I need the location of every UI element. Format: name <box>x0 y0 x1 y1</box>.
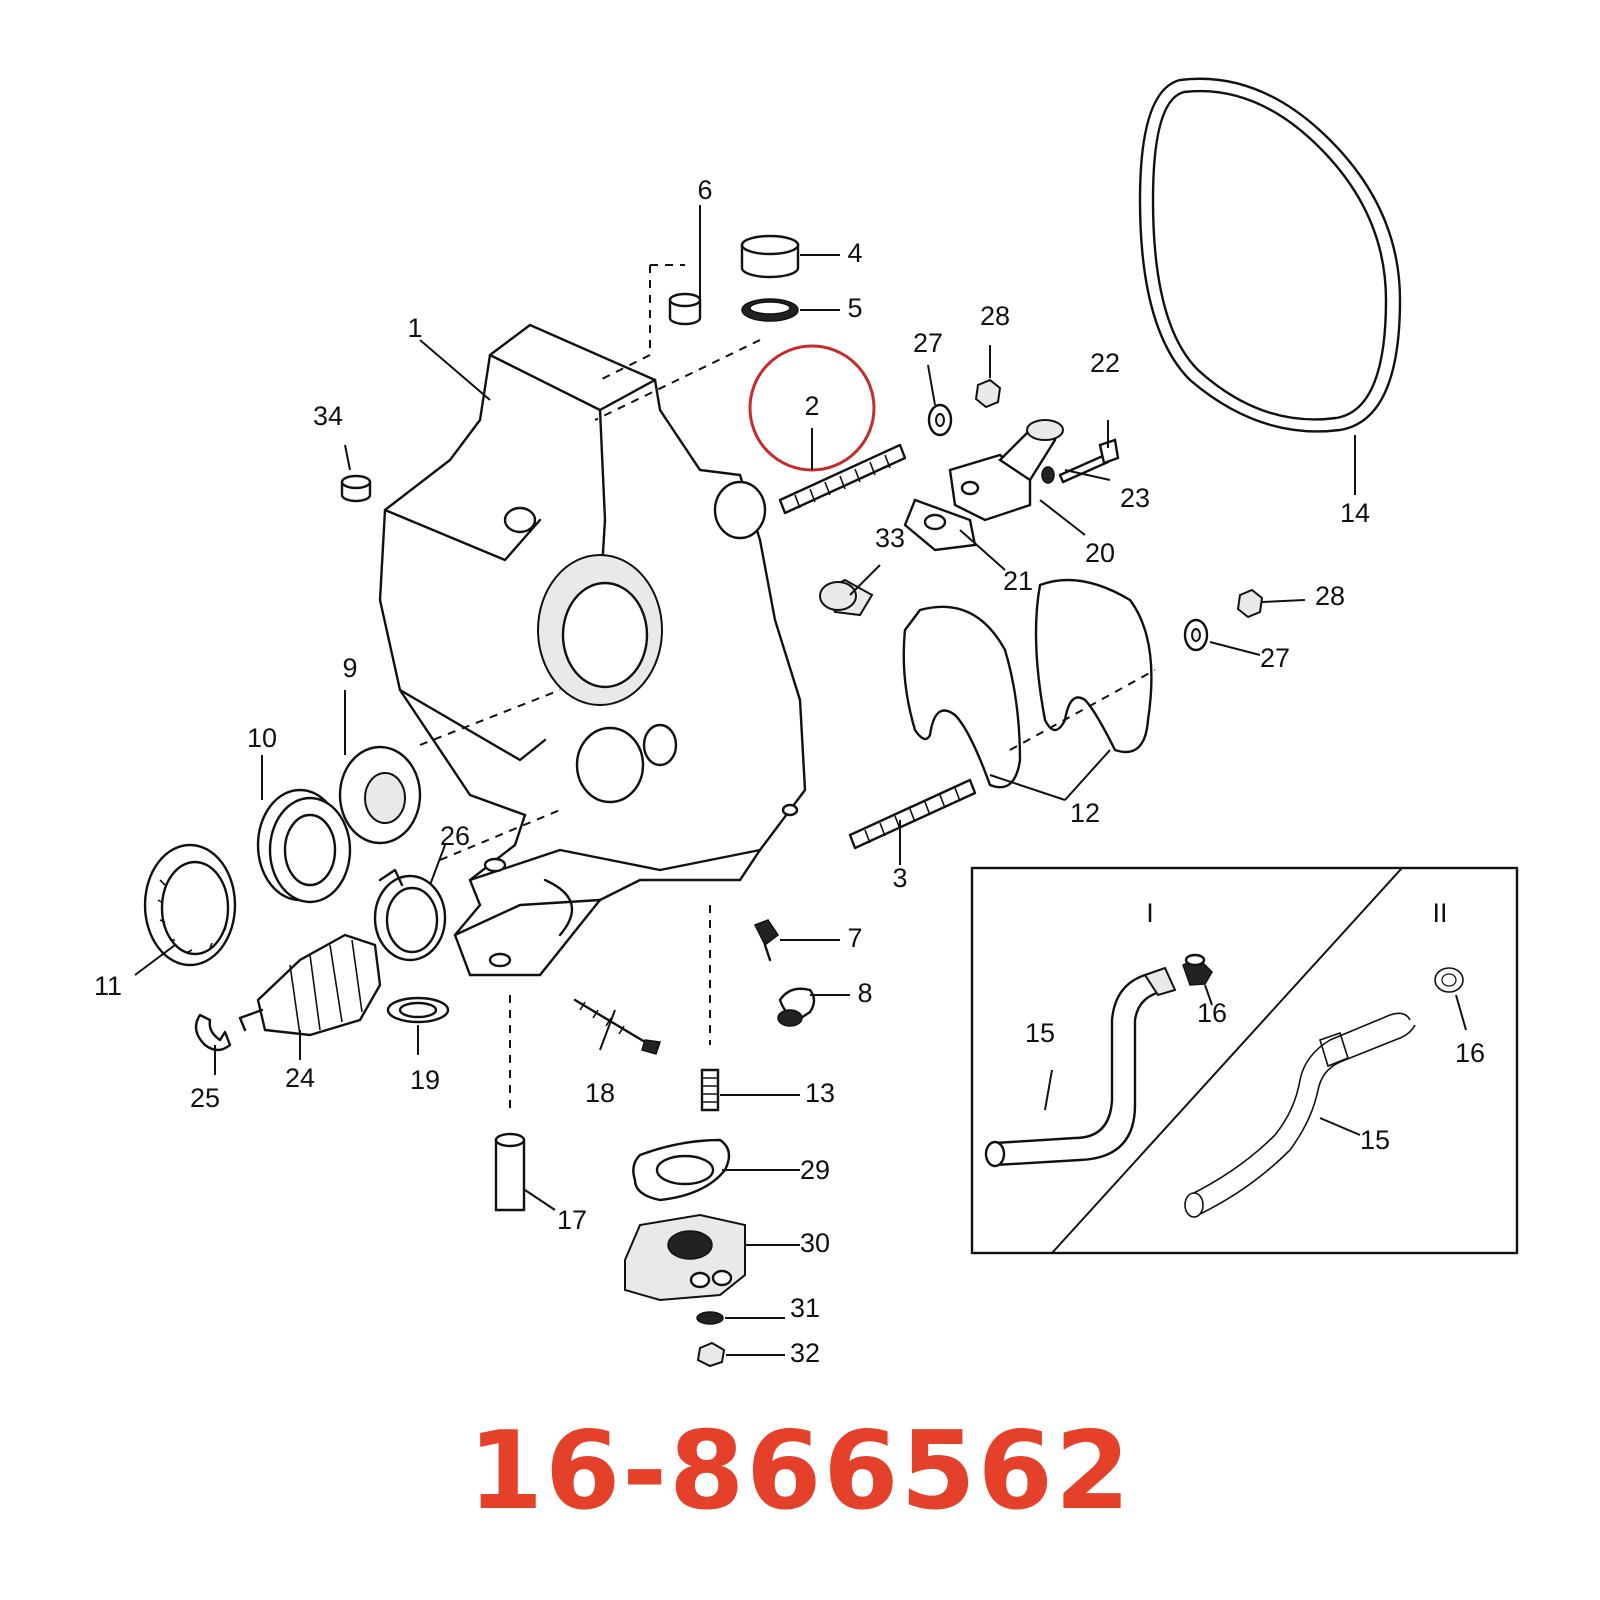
part-14-gasket <box>1138 77 1402 433</box>
part-17-pin <box>494 1132 526 1212</box>
callout-24: 24 <box>285 1063 315 1093</box>
part-26-clamp <box>373 868 447 962</box>
callout-12: 12 <box>1070 798 1100 828</box>
part-13-stud <box>700 1068 720 1112</box>
callout-7: 7 <box>847 923 862 953</box>
leader-lines <box>134 205 1356 1356</box>
callout-22: 22 <box>1090 348 1120 378</box>
callout-34: 34 <box>313 401 343 431</box>
assembly-lines <box>419 264 1156 1110</box>
callout-11: 11 <box>94 971 122 1001</box>
part-22-bolt <box>1058 438 1120 484</box>
part-9-seal <box>338 745 422 845</box>
inset-panel-ii-title: II <box>1432 898 1447 928</box>
part-33-bushing <box>819 578 874 617</box>
callout-25: 25 <box>190 1083 220 1113</box>
inset-i-fitting <box>1182 953 1213 986</box>
inset-i-callout-16: 16 <box>1197 998 1227 1028</box>
callout-28-top: 28 <box>980 301 1010 331</box>
part-number-title: 16-866562 <box>468 1409 1132 1534</box>
part-31-washer <box>696 1311 724 1325</box>
callout-9: 9 <box>342 653 357 683</box>
callout-23: 23 <box>1120 483 1150 513</box>
callout-14: 14 <box>1340 498 1370 528</box>
part-27-washer-top <box>927 403 953 437</box>
part-19-washer <box>386 996 450 1024</box>
inset-ii-fitting <box>1434 967 1464 993</box>
callout-28-right: 28 <box>1315 581 1345 611</box>
inset-ii-hose <box>1184 1012 1416 1218</box>
callout-10: 10 <box>247 723 277 753</box>
inset-ii-callout-15: 15 <box>1360 1125 1390 1155</box>
callout-1: 1 <box>407 313 422 343</box>
part-30-cover <box>624 1213 746 1302</box>
callout-20: 20 <box>1085 538 1115 568</box>
callout-27-top: 27 <box>913 328 943 358</box>
callout-17: 17 <box>557 1205 587 1235</box>
part-28-nut-top <box>974 378 1002 409</box>
part-29-gasket <box>632 1138 731 1202</box>
part-27-washer-right <box>1183 618 1209 652</box>
inset-panel: I II 15 16 15 16 <box>970 866 1519 1255</box>
callout-32: 32 <box>790 1338 820 1368</box>
callout-3: 3 <box>892 863 907 893</box>
callout-29: 29 <box>800 1155 830 1185</box>
part-20-elbow <box>948 419 1064 522</box>
callout-21: 21 <box>1003 566 1033 596</box>
part-10-bearing <box>256 788 352 904</box>
part-23-washer <box>1041 466 1055 484</box>
part-4-bushing <box>740 234 800 279</box>
part-32-nut <box>696 1341 726 1368</box>
part-34-plug <box>340 474 372 503</box>
part-24-bellows <box>238 933 382 1037</box>
part-11-needle-bearing <box>143 843 237 967</box>
callout-26: 26 <box>440 821 470 851</box>
inset-ii-callout-16: 16 <box>1455 1038 1485 1068</box>
callout-31: 31 <box>790 1293 820 1323</box>
part-3-stud <box>848 778 977 850</box>
callout-5: 5 <box>847 293 862 323</box>
callout-6: 6 <box>697 175 712 205</box>
callout-27-right: 27 <box>1260 643 1290 673</box>
callout-13: 13 <box>805 1078 835 1108</box>
callout-33: 33 <box>875 523 905 553</box>
part-2-stud <box>778 443 907 515</box>
part-25-clip <box>194 1013 232 1052</box>
inset-i-callout-15: 15 <box>1025 1018 1055 1048</box>
inset-panel-i-title: I <box>1146 898 1154 928</box>
part-6-bushing <box>668 292 702 326</box>
callout-19: 19 <box>410 1065 440 1095</box>
callout-2: 2 <box>804 391 819 421</box>
part-18-screw <box>573 998 661 1055</box>
inset-i-hose <box>984 966 1177 1168</box>
part-7-fitting <box>753 919 780 962</box>
part-12-gaskets <box>902 578 1153 789</box>
callout-4: 4 <box>847 238 862 268</box>
part-8-clip <box>777 987 816 1027</box>
callout-8: 8 <box>857 978 872 1008</box>
gimbal-housing <box>378 323 807 977</box>
part-28-nut-right <box>1236 588 1264 619</box>
callout-30: 30 <box>800 1228 830 1258</box>
callout-18: 18 <box>585 1078 615 1108</box>
callout-labels: 1 2 3 4 5 6 7 8 9 10 11 12 13 14 17 18 1… <box>94 175 1370 1368</box>
part-21-gasket <box>903 498 977 552</box>
part-5-seal <box>741 298 799 322</box>
